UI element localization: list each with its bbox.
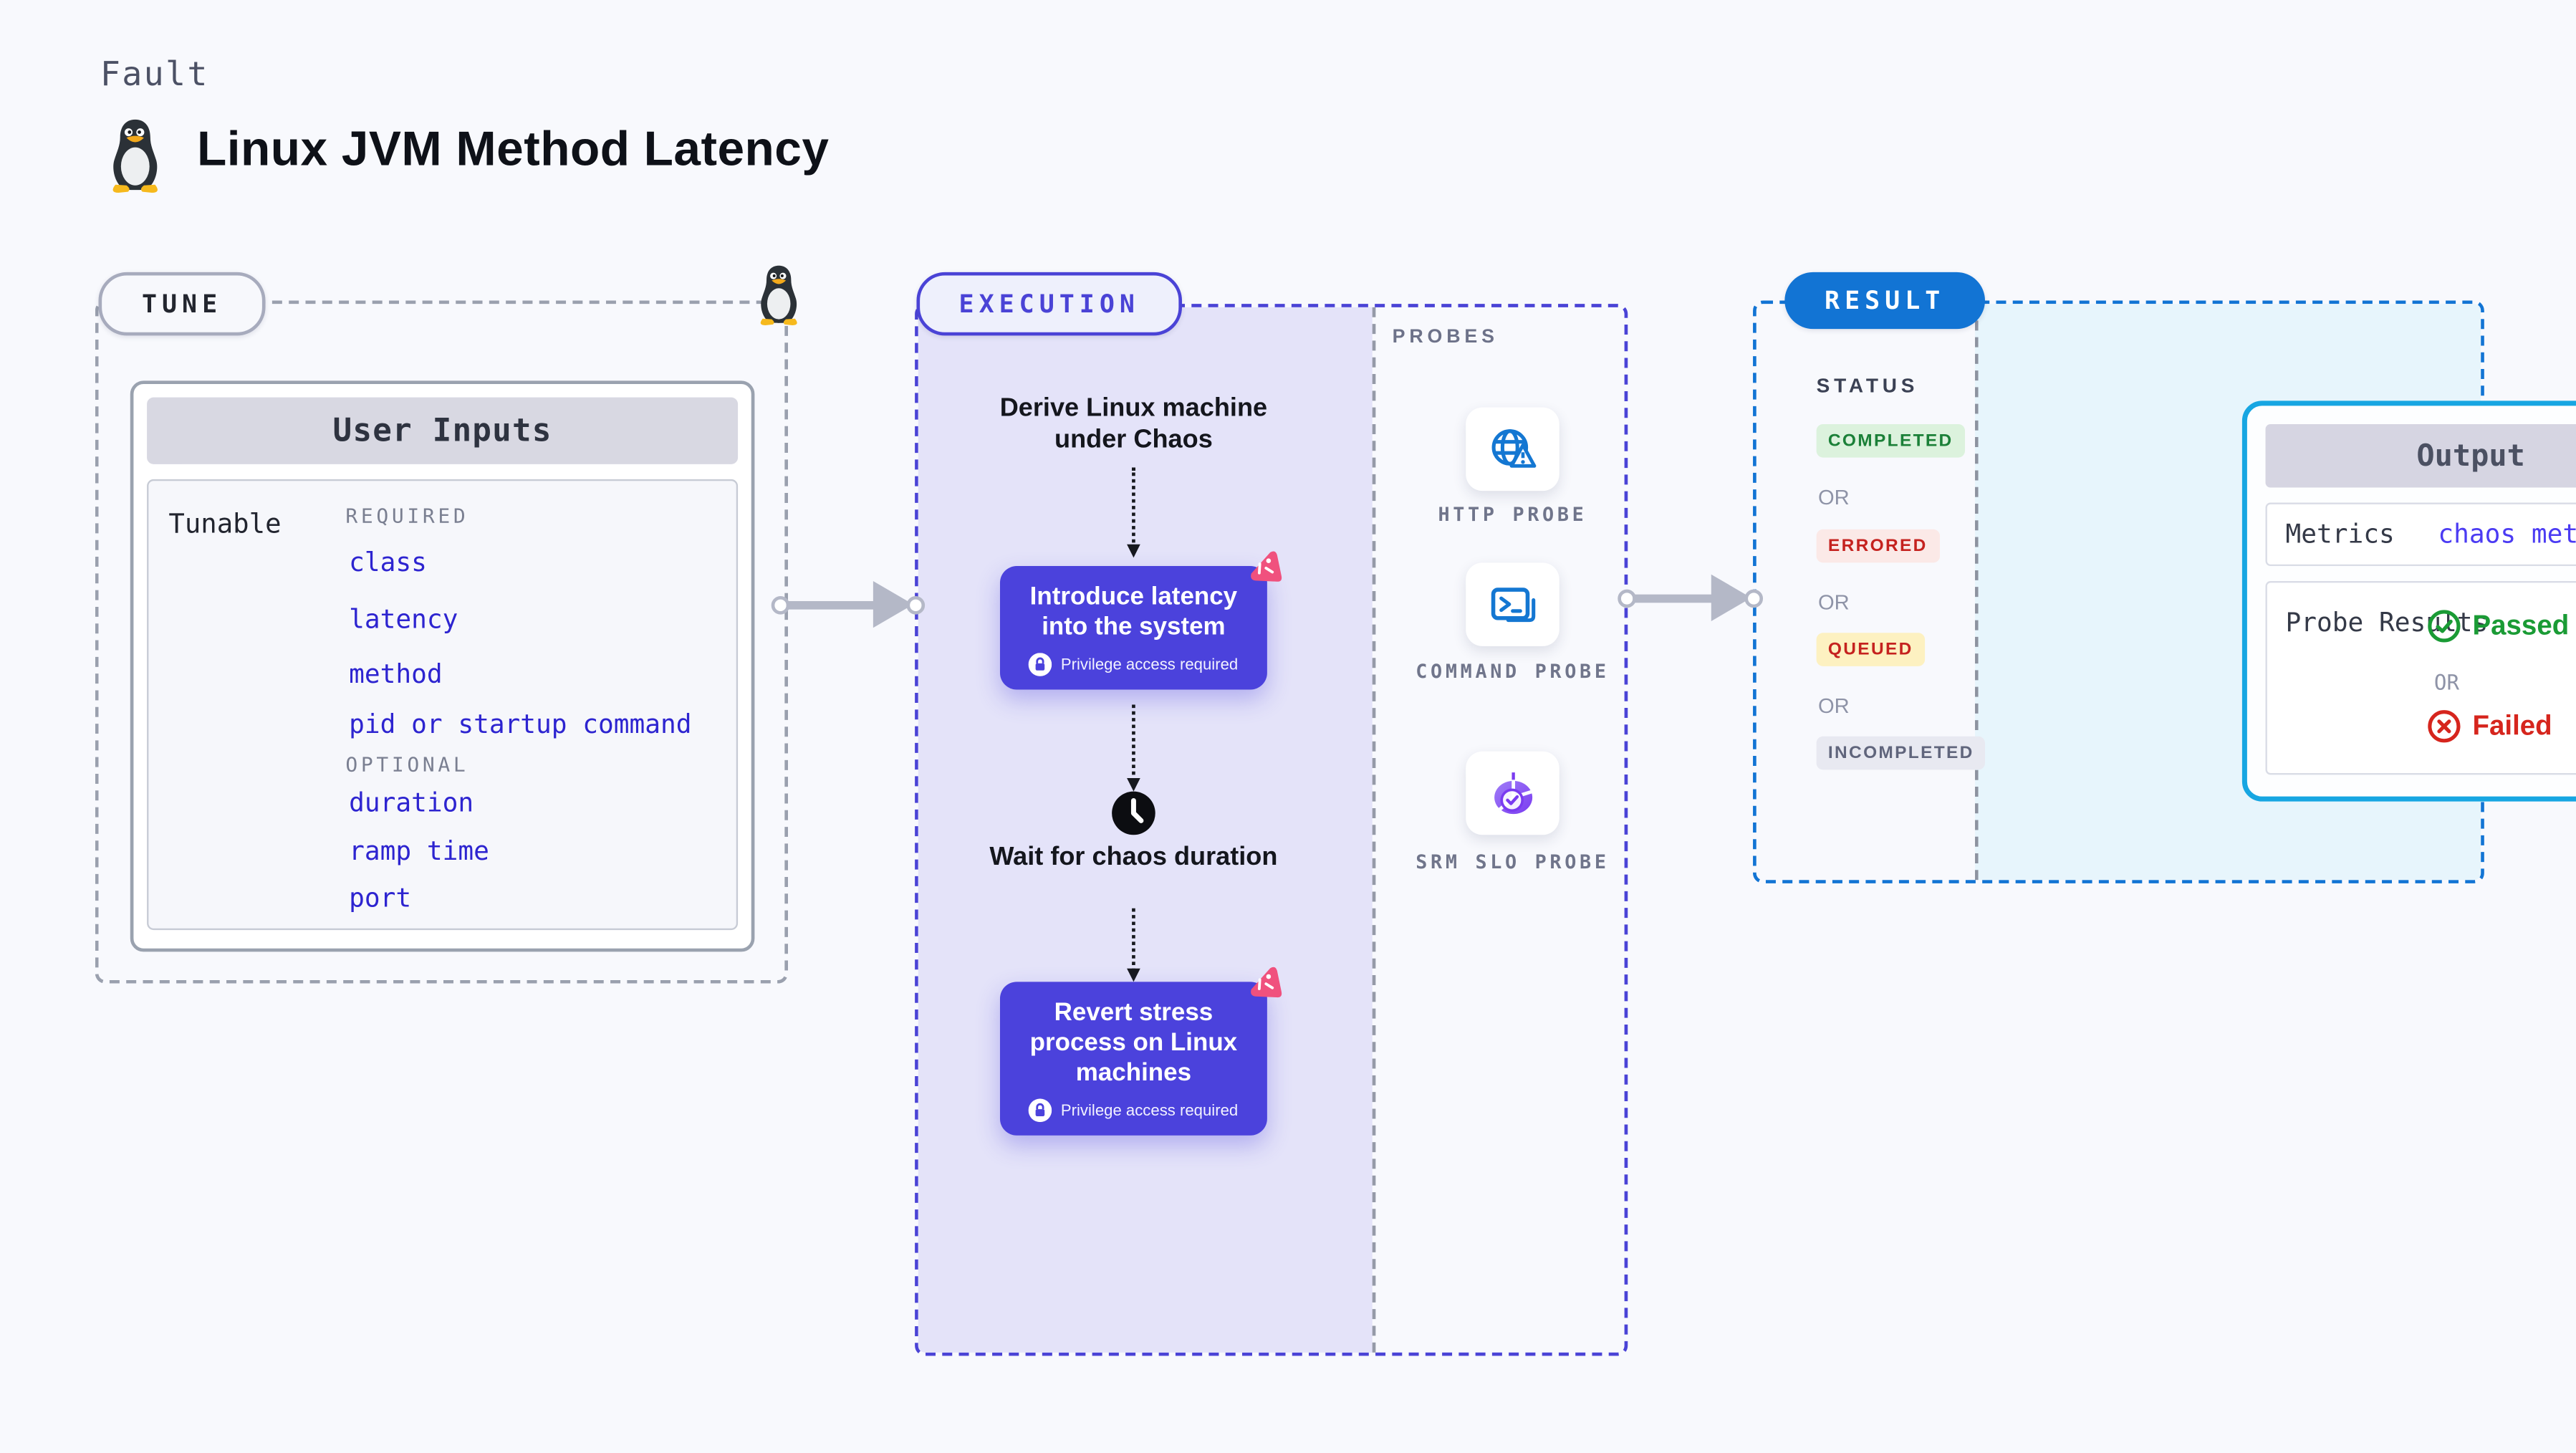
required-section-label: REQUIRED <box>345 504 469 528</box>
privilege-note: Privilege access required <box>1060 655 1239 674</box>
http-probe-card[interactable] <box>1466 407 1559 491</box>
optional-section-label: OPTIONAL <box>345 753 469 777</box>
tunable-link-method[interactable]: method <box>349 659 443 690</box>
chaos-badge-icon <box>1251 967 1282 998</box>
status-badge-incompleted: INCOMPLETED <box>1816 736 1986 770</box>
srm-slo-probe-label: SRM SLO PROBE <box>1416 850 1610 873</box>
probe-results-row: Probe Results Passed OR <box>2265 581 2576 775</box>
tune-section <box>95 300 789 984</box>
tux-penguin-icon <box>760 265 797 325</box>
chaos-metrics-link[interactable]: chaos metrics <box>2438 519 2576 550</box>
srm-slo-probe-card[interactable] <box>1466 751 1559 835</box>
output-card: Output Metrics chaos metrics Probe Resul… <box>2241 401 2576 802</box>
or-label: OR <box>2433 669 2460 695</box>
user-inputs-title: User Inputs <box>147 397 739 464</box>
introduce-latency-node: Introduce latency into the system Privil… <box>999 551 1282 690</box>
or-label: OR <box>1817 694 1850 719</box>
tunable-link-pid-or-startup-command[interactable]: pid or startup command <box>349 709 692 740</box>
user-inputs-card: User Inputs Tunable REQUIRED class laten… <box>130 380 755 952</box>
result-output-area: Output Metrics chaos metrics Probe Resul… <box>1975 304 2576 881</box>
check-circle-icon <box>2428 610 2461 643</box>
page-title: Linux JVM Method Latency <box>197 123 830 178</box>
introduce-latency-label: Introduce latency into the system <box>1029 582 1238 641</box>
tunable-list: Tunable REQUIRED class latency method pi… <box>147 479 739 931</box>
wait-step-text: Wait for chaos duration <box>989 843 1278 872</box>
or-label: OR <box>1817 486 1850 509</box>
tux-penguin-icon <box>112 119 158 193</box>
status-label: STATUS <box>1816 374 1919 398</box>
terminal-icon <box>1490 587 1535 622</box>
x-circle-icon <box>2428 710 2461 743</box>
revert-stress-label: Revert stress process on Linux machines <box>1029 998 1238 1088</box>
result-pill: RESULT <box>1784 272 1985 330</box>
execution-to-result-arrow <box>1618 574 1764 621</box>
execution-pill: EXECUTION <box>916 272 1183 336</box>
tunable-link-latency[interactable]: latency <box>349 604 458 635</box>
fault-kicker: Fault <box>100 53 209 94</box>
execution-section: Derive Linux machine under Chaos Introdu… <box>915 304 1628 1356</box>
globe-alert-icon <box>1491 428 1537 467</box>
tunable-link-ramp-time[interactable]: ramp time <box>349 836 489 867</box>
privilege-note: Privilege access required <box>1060 1100 1239 1120</box>
dotted-arrow <box>1125 704 1140 792</box>
probe-results-label: Probe Results <box>2285 608 2489 638</box>
failed-label: Failed <box>2472 710 2552 741</box>
tunable-link-class[interactable]: class <box>349 547 427 578</box>
slo-pie-icon <box>1493 771 1532 813</box>
derive-step-text: Derive Linux machine under Chaos <box>999 394 1268 454</box>
tunable-link-port[interactable]: port <box>349 883 412 913</box>
probes-label: PROBES <box>1392 327 1499 347</box>
dotted-arrow <box>1125 467 1140 558</box>
tunable-label: Tunable <box>168 507 282 540</box>
tune-to-execution-arrow <box>771 581 926 628</box>
passed-result: Passed <box>2428 610 2570 643</box>
command-probe-card[interactable] <box>1466 562 1559 646</box>
dotted-arrow <box>1125 908 1140 982</box>
status-badge-completed: COMPLETED <box>1816 423 1965 458</box>
status-badge-queued: QUEUED <box>1816 633 1925 666</box>
http-probe-label: HTTP PROBE <box>1438 502 1587 527</box>
execution-flow-area: Derive Linux machine under Chaos Introdu… <box>918 307 1373 1353</box>
clock-icon <box>1112 791 1155 835</box>
result-section: Output Metrics chaos metrics Probe Resul… <box>1753 300 2576 883</box>
or-label: OR <box>1817 591 1850 615</box>
passed-label: Passed <box>2472 610 2570 641</box>
output-title: Output <box>2265 423 2576 488</box>
revert-stress-node: Revert stress process on Linux machines … <box>999 967 1282 1136</box>
metrics-label: Metrics <box>2285 519 2395 550</box>
chaos-badge-icon <box>1251 551 1282 582</box>
failed-result: Failed <box>2428 709 2552 743</box>
command-probe-label: COMMAND PROBE <box>1416 659 1610 684</box>
metrics-row: Metrics chaos metrics <box>2265 502 2576 567</box>
lock-icon <box>1029 653 1053 676</box>
tunable-link-duration[interactable]: duration <box>349 788 474 818</box>
probes-section: PROBES HTTP PROBE <box>1372 307 1625 1353</box>
tune-pill: TUNE <box>98 272 266 336</box>
lock-icon <box>1029 1098 1053 1123</box>
status-badge-errored: ERRORED <box>1816 529 1939 563</box>
